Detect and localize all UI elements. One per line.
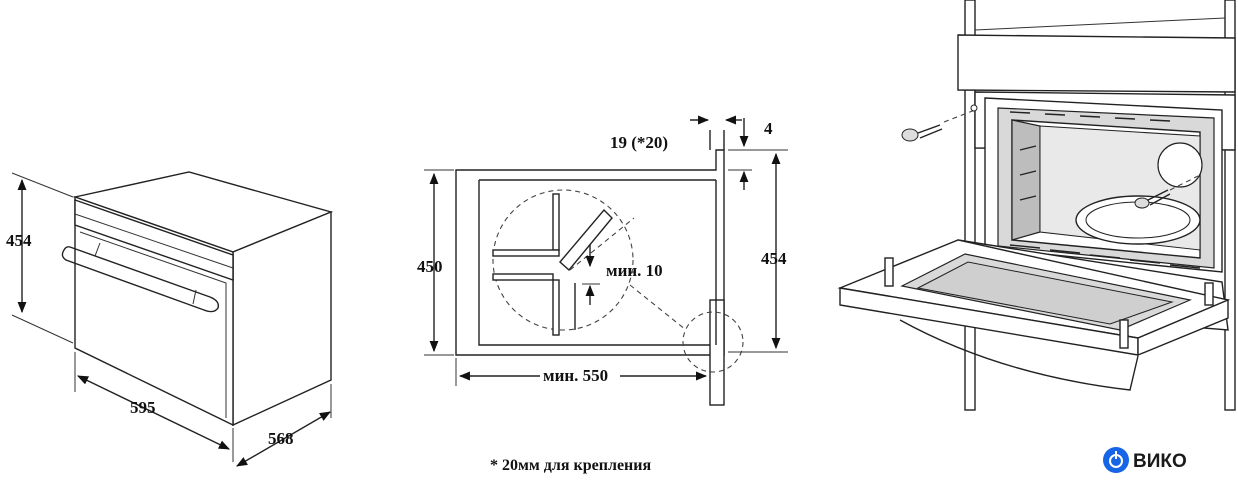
device-height-label: 454: [761, 249, 787, 268]
top-thickness-label: 19 (*20): [610, 133, 668, 152]
screw-icon-inner: [1134, 189, 1171, 209]
min-gap-label: мин. 10: [606, 261, 663, 280]
gap-label: 4: [764, 119, 773, 138]
width-label: 595: [130, 398, 156, 417]
depth-label: 568: [268, 429, 294, 448]
built-in-oven-view: [837, 0, 1236, 411]
min-depth-label: мин. 550: [543, 366, 608, 385]
niche-height-label: 450: [417, 257, 443, 276]
oven-isometric-view: 454 595 568: [6, 171, 334, 467]
viko-logo: ВИКО: [1103, 447, 1187, 473]
logo-text: ВИКО: [1133, 451, 1187, 472]
screw-icon: [901, 124, 943, 142]
niche-section-view: мин. 10 19 (*20) 4 454 450 мин. 550: [417, 115, 788, 406]
footnote: * 20мм для крепления: [490, 457, 651, 474]
height-label: 454: [6, 231, 32, 250]
